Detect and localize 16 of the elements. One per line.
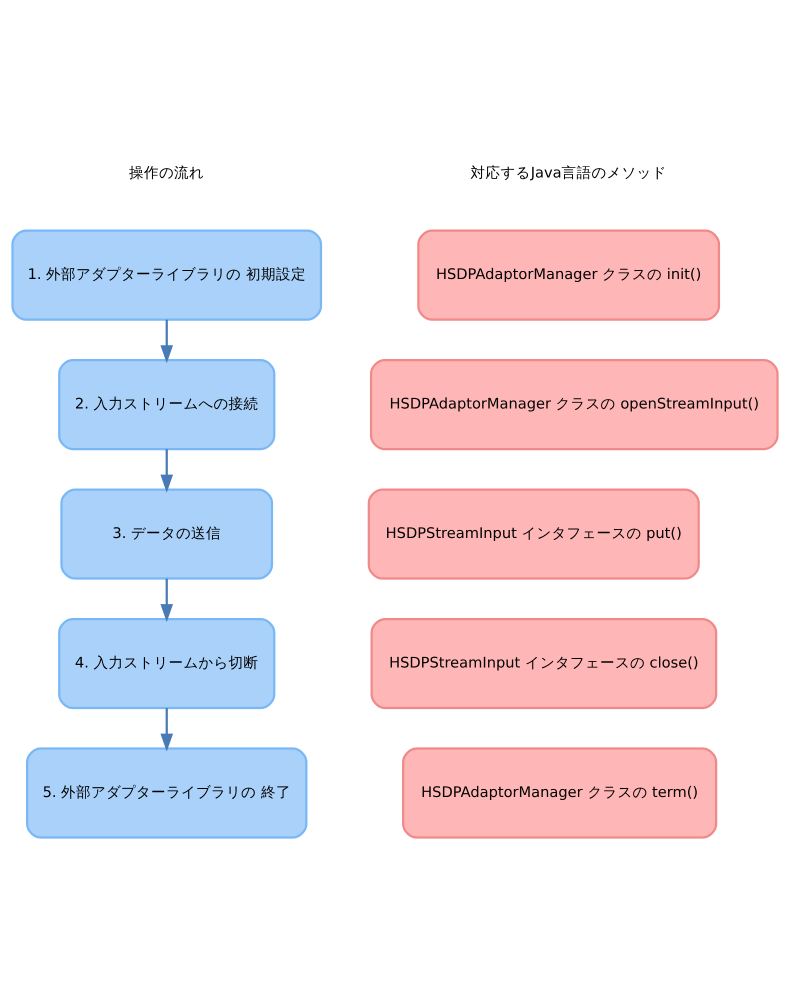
arrow bbox=[160, 578, 174, 622]
node-box: 2. 入力ストリームへの接続 bbox=[58, 358, 276, 450]
arrow bbox=[160, 448, 174, 492]
node-box: HSDPAdaptorManager クラスの openStreamInput() bbox=[370, 358, 779, 450]
label: 対応するJava言語のメソッド bbox=[470, 164, 667, 182]
node-box: HSDPAdaptorManager クラスの init() bbox=[417, 229, 720, 320]
node-box: HSDPStreamInput インタフェースの close() bbox=[370, 617, 718, 709]
label: 操作の流れ bbox=[129, 164, 204, 182]
node-box: HSDPStreamInput インタフェースの put() bbox=[368, 488, 700, 580]
node-box: 4. 入力ストリームから切断 bbox=[58, 617, 276, 709]
node-box: 3. データの送信 bbox=[60, 488, 274, 580]
node-box: HSDPAdaptorManager クラスの term() bbox=[402, 746, 718, 838]
node-box: 5. 外部アダプターライブラリの 終了 bbox=[26, 746, 308, 838]
arrow bbox=[160, 319, 174, 363]
arrow bbox=[160, 708, 174, 752]
node-box: 1. 外部アダプターライブラリの 初期設定 bbox=[11, 229, 322, 320]
